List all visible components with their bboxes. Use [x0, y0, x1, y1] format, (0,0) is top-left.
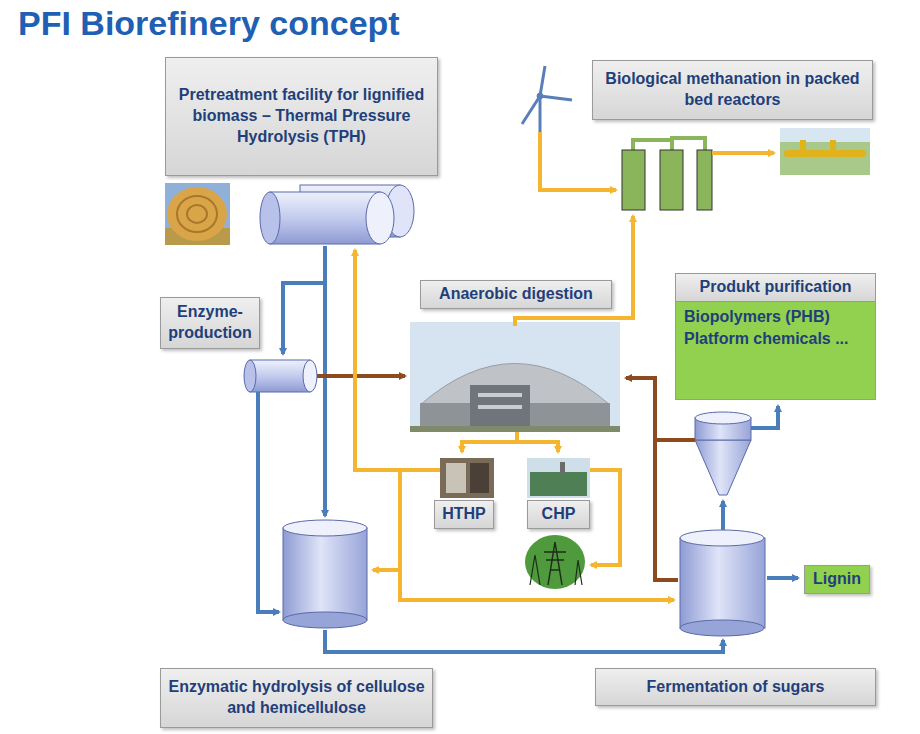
packed-bed-reactors — [622, 138, 712, 210]
node-label: CHP — [542, 504, 576, 525]
power-grid-symbol — [525, 535, 585, 589]
fermentation-tank — [680, 530, 765, 636]
hydrolysis-tank — [283, 520, 367, 628]
product-box: Produkt purificationBiopolymers (PHB) Pl… — [675, 273, 876, 400]
process-box: HTHP — [434, 500, 494, 529]
process-box: Enzymatic hydrolysis of cellulose and he… — [160, 668, 433, 728]
process-box: Pretreatment facility for lignified biom… — [165, 57, 438, 176]
process-box: Lignin — [804, 565, 870, 594]
node-label: Biological methanation in packed bed rea… — [599, 69, 866, 111]
node-label: Fermentation of sugars — [647, 677, 825, 698]
node-label: Lignin — [813, 569, 861, 590]
process-box: Anaerobic digestion — [420, 280, 612, 309]
box-body: Biopolymers (PHB) Platform chemicals ... — [675, 302, 876, 400]
separation-cone — [695, 412, 751, 495]
node-label: Produkt purification — [682, 277, 869, 298]
node-label: Biopolymers (PHB) Platform chemicals ... — [684, 306, 867, 351]
heat-pump-photo — [440, 458, 494, 498]
residue-flow-lines — [317, 376, 695, 580]
tph-reactor — [260, 185, 414, 244]
node-label: HTHP — [442, 504, 486, 525]
node-label: Enzymatic hydrolysis of cellulose and he… — [167, 677, 426, 719]
hay-bale-photo — [165, 183, 230, 245]
enzyme-reactor — [244, 360, 317, 392]
node-label: Pretreatment facility for lignified biom… — [172, 85, 431, 147]
process-box: Fermentation of sugars — [595, 668, 876, 706]
node-label: Enzyme- production — [167, 302, 253, 344]
node-label: Anaerobic digestion — [439, 284, 593, 305]
process-box: Enzyme- production — [160, 297, 260, 349]
diagram-title: PFI Biorefinery concept — [18, 4, 400, 43]
chp-photo — [527, 458, 590, 498]
wind-turbine — [522, 66, 572, 132]
process-box: Biological methanation in packed bed rea… — [592, 60, 873, 120]
box-header: Produkt purification — [675, 273, 876, 302]
process-box: CHP — [527, 500, 590, 529]
gas-grid-photo — [780, 128, 870, 175]
biogas-plant-photo — [410, 322, 620, 432]
